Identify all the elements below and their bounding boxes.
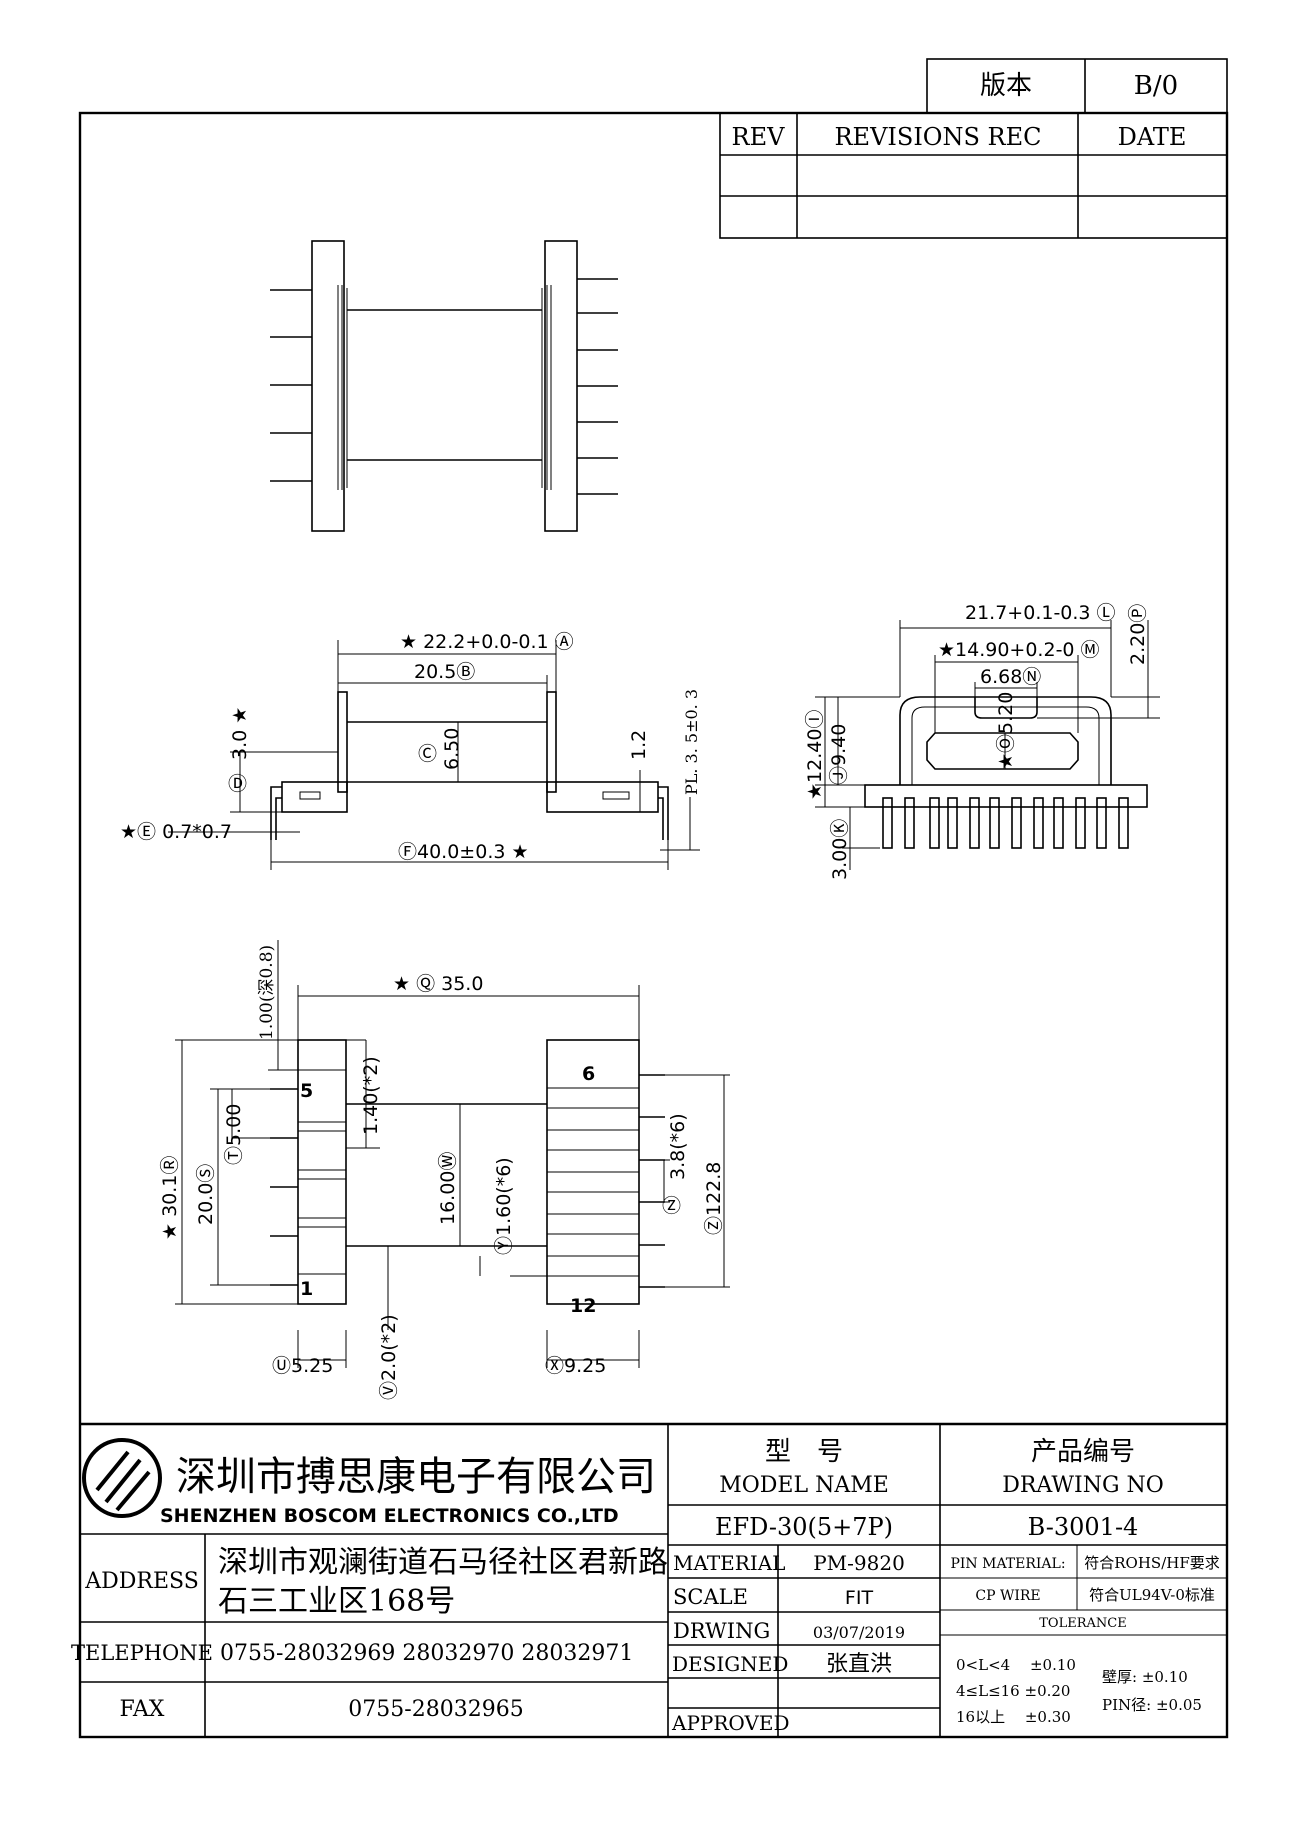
- material-value: PM-9820: [813, 1551, 905, 1575]
- company-logo: [82, 1438, 162, 1518]
- dim-u: Ⓤ5.25: [272, 1355, 333, 1377]
- drawing-date: 03/07/2019: [813, 1623, 905, 1642]
- model-value: EFD-30(5+7P): [715, 1513, 893, 1541]
- dim-j: Ⓙ9.40: [828, 724, 850, 785]
- drawing-no-label-cn: 产品编号: [1031, 1437, 1135, 1467]
- dim-d-value: 3.0 ★: [229, 707, 251, 760]
- dim-i: ★12.40Ⓘ: [804, 710, 826, 800]
- designed-value: 张直洪: [826, 1652, 892, 1677]
- telephone-label: TELEPHONE: [71, 1641, 213, 1665]
- dim-c-value: 6.50: [441, 728, 463, 770]
- scale-label: SCALE: [673, 1585, 748, 1609]
- fax-label: FAX: [120, 1697, 165, 1722]
- tolerance-3: 16以上 ±0.30: [956, 1708, 1071, 1726]
- dim-m: ★14.90+0.2-0 Ⓜ: [938, 639, 1100, 661]
- pin-diameter: PIN径: ±0.05: [1102, 1696, 1202, 1714]
- approved-label: APPROVED: [671, 1711, 790, 1735]
- dim-z: Ⓩ: [662, 1195, 681, 1217]
- drawing-no-value: B-3001-4: [1028, 1513, 1139, 1541]
- dim-pl: PL. 3. 5±0. 3: [682, 689, 701, 795]
- material-label: MATERIAL: [673, 1551, 785, 1575]
- version-box: 版本 B/0: [926, 58, 1228, 114]
- dim-n: 6.68Ⓝ: [980, 666, 1041, 688]
- company-name-cn: 深圳市搏思康电子有限公司: [176, 1454, 656, 1500]
- rev-header: REV: [732, 123, 786, 151]
- pin-label-6: 6: [582, 1063, 595, 1085]
- dim-a: ★ 22.2+0.0-0.1 Ⓐ: [400, 631, 574, 653]
- designed-label: DESIGNED: [672, 1652, 788, 1676]
- drawing-label: DRWING: [673, 1619, 770, 1643]
- date-header: DATE: [1118, 123, 1187, 151]
- fax-value: 0755-28032965: [348, 1697, 523, 1722]
- address-line2: 石三工业区168号: [218, 1584, 455, 1619]
- address-line1: 深圳市观澜街道石马径社区君新路: [218, 1545, 668, 1580]
- tolerance-2: 4≤L≤16 ±0.20: [956, 1682, 1070, 1700]
- wall-thickness: 壁厚: ±0.10: [1102, 1668, 1188, 1686]
- side-view: ★ 22.2+0.0-0.1 Ⓐ 20.5Ⓑ Ⓒ 6.50 Ⓓ 3.0 ★ ★Ⓔ…: [120, 631, 701, 870]
- telephone-value: 0755-28032969 28032970 28032971: [220, 1641, 633, 1666]
- dim-o: ★Ⓞ5.20: [995, 692, 1017, 770]
- dim-3-8: 3.8(*6): [667, 1113, 689, 1180]
- dim-1-40: 1.40(*2): [360, 1056, 382, 1135]
- dim-q: ★ Ⓠ 35.0: [393, 973, 483, 995]
- pin-label-5: 5: [300, 1080, 313, 1102]
- dim-v: Ⓥ2.0(*2): [378, 1314, 400, 1400]
- pin-material-value: 符合ROHS/HF要求: [1084, 1554, 1220, 1572]
- scale-value: FIT: [845, 1587, 874, 1609]
- dim-k: 3.00Ⓚ: [829, 819, 851, 880]
- dim-z1: Ⓩ122.8: [703, 1162, 725, 1235]
- version-label: 版本: [980, 71, 1032, 101]
- title-block: 深圳市搏思康电子有限公司 SHENZHEN BOSCOM ELECTRONICS…: [71, 1422, 1227, 1737]
- company-name-en: SHENZHEN BOSCOM ELECTRONICS CO.,LTD: [160, 1505, 619, 1527]
- bottom-view: 5 1 6 12: [159, 940, 730, 1400]
- dim-y: Ⓨ1.60(*6): [493, 1157, 515, 1255]
- dim-t: Ⓣ5.00: [223, 1104, 245, 1165]
- dim-depth: 1.00(深0.8): [257, 945, 277, 1040]
- cp-wire-value: 符合UL94V-0标准: [1089, 1586, 1215, 1604]
- revisions-table: REV REVISIONS REC DATE: [719, 112, 1228, 239]
- end-view: 21.7+0.1-0.3 Ⓛ 2.20Ⓟ ★14.90+0.2-0 Ⓜ 6.68…: [804, 602, 1160, 880]
- dim-w: 16.00Ⓦ: [437, 1152, 459, 1225]
- pin-label-12: 12: [570, 1295, 596, 1317]
- outer-frame: [78, 111, 1229, 1739]
- version-value: B/0: [1134, 71, 1178, 101]
- dim-e: ★Ⓔ 0.7*0.7: [120, 821, 232, 843]
- dim-1-2: 1.2: [628, 730, 650, 760]
- dim-c-label: Ⓒ: [418, 743, 437, 765]
- top-view: [270, 240, 618, 532]
- revisions-rec-header: REVISIONS REC: [834, 123, 1041, 151]
- dim-l: 21.7+0.1-0.3 Ⓛ: [965, 602, 1116, 624]
- dim-x: Ⓧ9.25: [545, 1355, 606, 1377]
- dim-p: 2.20Ⓟ: [1127, 604, 1149, 665]
- dim-d-label: Ⓓ: [228, 773, 247, 795]
- tolerance-1: 0<L<4 ±0.10: [956, 1656, 1076, 1674]
- cp-wire-label: CP WIRE: [975, 1588, 1040, 1604]
- tolerance-label: TOLERANCE: [1039, 1616, 1126, 1631]
- pin-material-label: PIN MATERIAL:: [950, 1556, 1065, 1572]
- dim-f: Ⓕ40.0±0.3 ★: [398, 841, 529, 863]
- drawing-no-label-en: DRAWING NO: [1002, 1473, 1164, 1498]
- dim-b: 20.5Ⓑ: [414, 661, 475, 683]
- model-label-cn: 型 号: [765, 1437, 843, 1467]
- dim-r: ★ 30.1Ⓡ: [159, 1156, 181, 1240]
- address-label: ADDRESS: [84, 1569, 199, 1594]
- pin-label-1: 1: [300, 1278, 313, 1300]
- model-label-en: MODEL NAME: [719, 1473, 889, 1498]
- dim-s: 20.0Ⓢ: [195, 1164, 217, 1225]
